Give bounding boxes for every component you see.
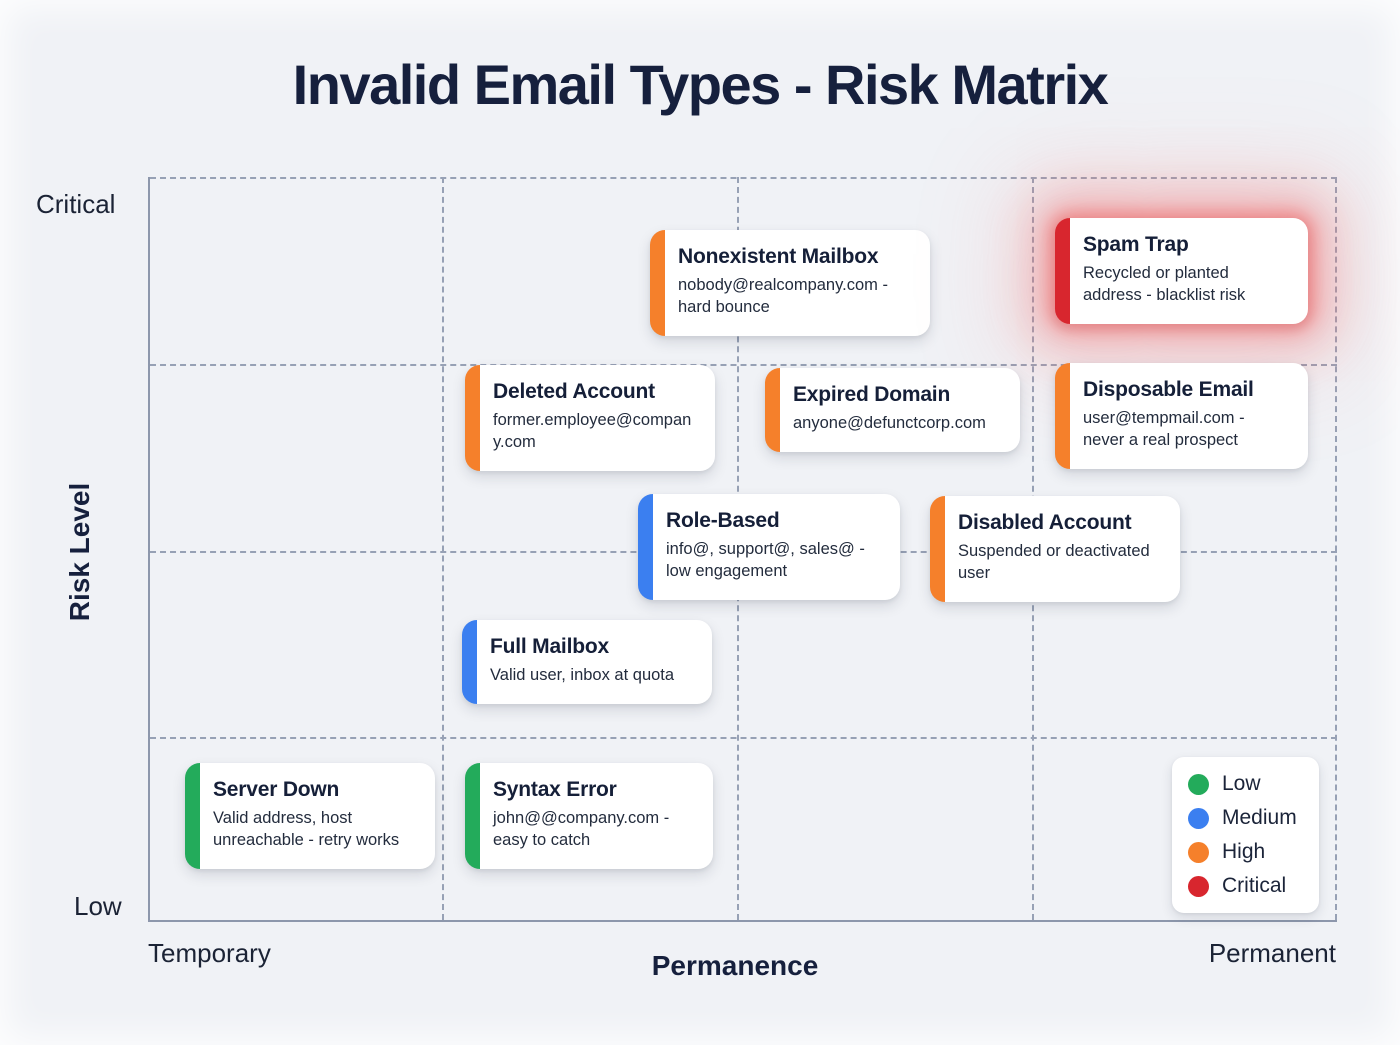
y-axis-title: Risk Level [64, 482, 95, 622]
risk-card: Disposable Email user@tempmail.com - nev… [1055, 363, 1308, 469]
risk-card-description: Valid address, host unreachable - retry … [213, 809, 400, 849]
risk-card-description: Recycled or planted address - blacklist … [1083, 264, 1246, 304]
risk-card-title: Full Mailbox [490, 635, 609, 658]
risk-card-description: former.employee@company.com [493, 411, 692, 451]
risk-card-description: john@@company.com - easy to catch [493, 809, 670, 849]
y-tick-low: Low [74, 891, 122, 921]
legend-dot [1188, 807, 1209, 829]
legend-dot [1188, 875, 1209, 897]
x-axis-title: Permanence [651, 950, 819, 981]
risk-card: Deleted Account former.employee@company.… [465, 365, 715, 471]
risk-card-description: Valid user, inbox at quota [490, 666, 675, 684]
legend-item-label: High [1222, 840, 1266, 863]
risk-card-title: Spam Trap [1083, 233, 1189, 256]
risk-card: Disabled Account Suspended or deactivate… [930, 496, 1180, 602]
risk-card-description: user@tempmail.com - never a real prospec… [1083, 409, 1245, 449]
risk-card-title: Nonexistent Mailbox [678, 245, 879, 268]
risk-card: Role-Based info@, support@, sales@ - low… [638, 494, 900, 600]
risk-card-title: Expired Domain [793, 383, 951, 406]
risk-card-description: nobody@realcompany.com - hard bounce [678, 276, 888, 316]
risk-card-description: Suspended or deactivated user [958, 542, 1150, 582]
chart-title: Invalid Email Types - Risk Matrix [292, 53, 1109, 116]
legend: Low Medium High Critical [1172, 757, 1319, 913]
legend-item: Medium [1188, 806, 1297, 830]
y-tick-critical: Critical [36, 189, 116, 219]
gridline-horizontal [150, 737, 1337, 739]
risk-card-title: Syntax Error [493, 778, 617, 801]
gridline-vertical [442, 177, 444, 920]
risk-card-title: Server Down [213, 778, 340, 801]
risk-card: Nonexistent Mailbox nobody@realcompany.c… [650, 230, 930, 336]
legend-item: High [1188, 840, 1297, 864]
risk-card-title: Deleted Account [493, 380, 655, 403]
legend-item-label: Medium [1222, 806, 1297, 829]
gridline-vertical [1335, 177, 1337, 920]
risk-card-title: Role-Based [666, 509, 780, 532]
risk-card: Server Down Valid address, host unreacha… [185, 763, 435, 869]
risk-card-title: Disabled Account [958, 511, 1132, 534]
risk-card: Full Mailbox Valid user, inbox at quota [462, 620, 712, 704]
risk-card-description: info@, support@, sales@ - low engagement [666, 540, 865, 580]
legend-item-label: Critical [1222, 874, 1287, 897]
risk-card-title: Disposable Email [1083, 378, 1254, 401]
risk-card: Expired Domain anyone@defunctcorp.com [765, 368, 1020, 452]
risk-card: Syntax Error john@@company.com - easy to… [465, 763, 713, 869]
legend-dot [1188, 841, 1209, 863]
risk-card: Spam Trap Recycled or planted address - … [1055, 218, 1308, 324]
gridline-horizontal [150, 177, 1337, 179]
x-tick-permanent: Permanent [1208, 938, 1336, 968]
legend-item: Low [1188, 772, 1297, 796]
legend-item: Critical [1188, 874, 1297, 898]
x-tick-temporary: Temporary [148, 938, 271, 968]
legend-dot [1188, 773, 1209, 795]
legend-item-label: Low [1222, 772, 1261, 795]
risk-card-description: anyone@defunctcorp.com [793, 414, 986, 432]
